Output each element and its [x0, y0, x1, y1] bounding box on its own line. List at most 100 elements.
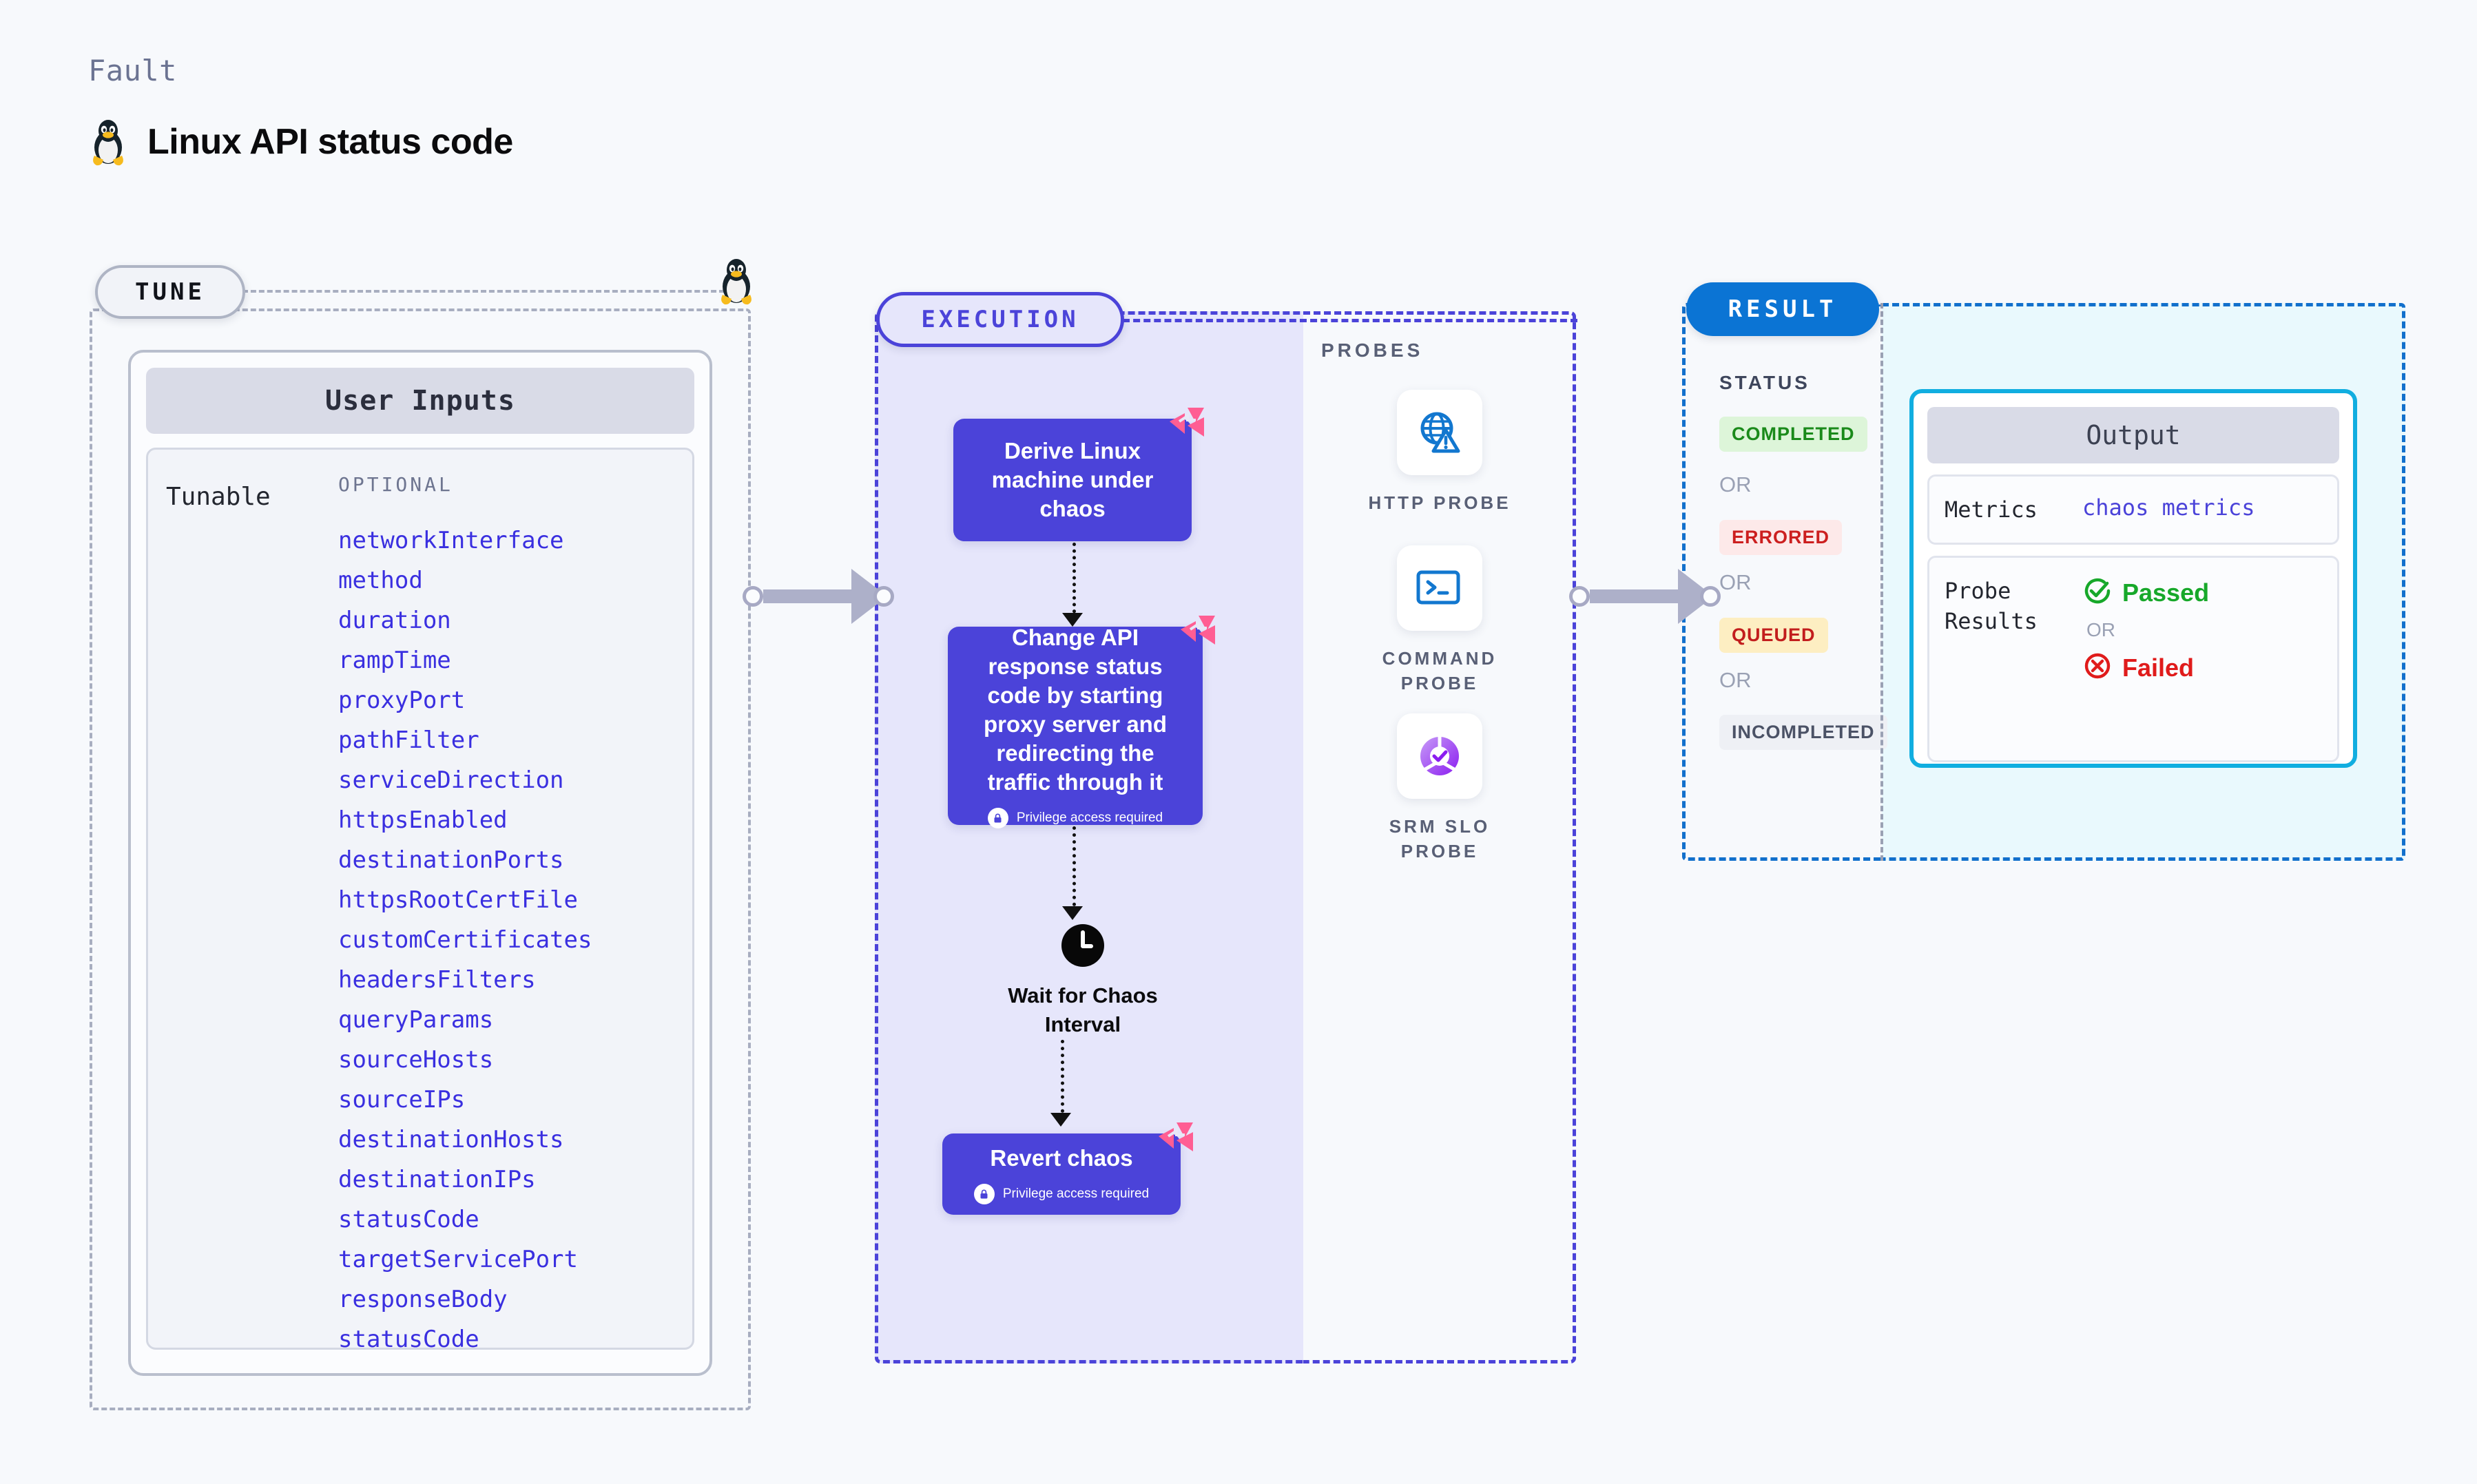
wait-for-chaos-interval: Wait for Chaos Interval [1000, 923, 1165, 1039]
globe-warning-icon [1397, 390, 1482, 475]
or-separator: OR [1719, 668, 1752, 692]
status-badge-completed: COMPLETED [1719, 417, 1867, 452]
output-probe-results-row: Probe Results Passed OR [1927, 556, 2339, 762]
param-item[interactable]: statusCode [338, 1206, 479, 1233]
close-circle-icon [2082, 651, 2113, 684]
param-item[interactable]: networkInterface [338, 527, 564, 554]
node-label: Change API response status code by start… [984, 625, 1167, 795]
flow-arrow-change-to-wait [1062, 906, 1083, 920]
status-badge-queued: QUEUED [1719, 618, 1828, 653]
node-label: Derive Linux machine under chaos [991, 438, 1154, 521]
status-title: STATUS [1719, 372, 1810, 393]
flow-line-derive-to-change [1072, 543, 1076, 620]
param-item[interactable]: destinationHosts [338, 1126, 564, 1153]
metrics-value[interactable]: chaos metrics [2082, 494, 2255, 521]
param-item[interactable]: proxyPort [338, 687, 466, 714]
output-metrics-row: Metrics chaos metrics [1927, 474, 2339, 545]
param-item[interactable]: customCertificates [338, 926, 592, 954]
probe-label: HTTP PROBE [1368, 492, 1511, 513]
node-change-api-status-code[interactable]: Change API response status code by start… [948, 616, 1215, 828]
connector-execution-to-result [1569, 569, 1721, 624]
page-title: Linux API status code [147, 122, 513, 162]
metrics-key: Metrics [1945, 497, 2038, 523]
probe-label: COMMAND PROBE [1382, 648, 1497, 693]
result-divider [1880, 303, 1883, 861]
privilege-text: Privilege access required [1016, 811, 1163, 825]
node-revert-chaos[interactable]: Revert chaos Privilege access required [942, 1122, 1193, 1215]
tune-region [90, 309, 751, 1410]
execution-top-connector [1123, 319, 1577, 322]
lock-icon [973, 1184, 995, 1204]
probe-http[interactable]: HTTP PROBE [1350, 390, 1529, 515]
optional-label: OPTIONAL [338, 473, 453, 496]
clock-icon [1060, 923, 1106, 972]
flow-arrow-derive-to-change [1062, 613, 1083, 627]
param-item[interactable]: duration [338, 607, 451, 634]
node-derive-linux-machine[interactable]: Derive Linux machine under chaos [953, 408, 1204, 541]
param-item[interactable]: statusCode [338, 1326, 479, 1353]
param-item[interactable]: sourceIPs [338, 1086, 466, 1114]
or-separator: OR [1719, 570, 1752, 594]
fault-title-row: Linux API status code [88, 117, 513, 167]
param-item[interactable]: destinationPorts [338, 846, 564, 874]
passed-label: Passed [2122, 578, 2210, 607]
lock-icon [987, 808, 1008, 828]
connector-shaft [1590, 589, 1679, 603]
execution-badge[interactable]: EXECUTION [876, 292, 1124, 347]
param-item[interactable]: httpsRootCertFile [338, 886, 578, 914]
probe-label: SRM SLO PROBE [1389, 816, 1491, 861]
tune-top-connector [242, 290, 725, 293]
or-separator: OR [1719, 472, 1752, 497]
param-item[interactable]: headersFilters [338, 966, 536, 994]
privilege-notice: Privilege access required [973, 1184, 1150, 1204]
connector-tune-to-execution [743, 569, 894, 624]
user-inputs-body: Tunable OPTIONAL networkInterface method… [146, 448, 694, 1353]
param-item[interactable]: queryParams [338, 1006, 494, 1034]
result-badge[interactable]: RESULT [1686, 282, 1879, 336]
privilege-text: Privilege access required [1002, 1187, 1150, 1201]
failed-label: Failed [2122, 653, 2195, 682]
probe-results-values: Passed OR Failed [2082, 576, 2209, 684]
param-item[interactable]: destinationIPs [338, 1166, 536, 1193]
probe-result-passed: Passed [2082, 576, 2209, 609]
connector-start-dot [743, 586, 763, 607]
param-item[interactable]: rampTime [338, 647, 451, 674]
connector-shaft [763, 589, 853, 603]
linux-tux-icon [88, 117, 128, 167]
fault-label: Fault [88, 54, 177, 87]
connector-end-dot [1700, 586, 1721, 607]
output-card: Output Metrics chaos metrics Probe Resul… [1909, 389, 2357, 768]
wait-label: Wait for Chaos Interval [1008, 983, 1158, 1036]
result-status-region [1682, 303, 1882, 861]
harness-chaos-ribbon-icon [1178, 612, 1218, 651]
tune-badge[interactable]: TUNE [95, 265, 245, 319]
check-circle-icon [2082, 576, 2113, 609]
param-item[interactable]: httpsEnabled [338, 806, 508, 834]
status-badge-errored: ERRORED [1719, 520, 1843, 555]
probe-command[interactable]: COMMAND PROBE [1350, 545, 1529, 696]
harness-chaos-ribbon-icon [1167, 404, 1207, 443]
terminal-icon [1397, 545, 1482, 631]
probes-title: PROBES [1321, 339, 1424, 361]
probes-region [1303, 311, 1576, 1363]
param-item[interactable]: serviceDirection [338, 766, 564, 794]
flow-arrow-wait-to-revert [1050, 1113, 1071, 1127]
param-item[interactable]: method [338, 567, 423, 594]
slo-donut-check-icon [1397, 713, 1482, 799]
param-item[interactable]: targetServicePort [338, 1246, 578, 1273]
user-inputs-card: User Inputs Tunable OPTIONAL networkInte… [128, 350, 712, 1376]
param-list: OPTIONAL networkInterface method duratio… [338, 473, 674, 1353]
privilege-notice: Privilege access required [987, 808, 1163, 828]
connector-end-dot [873, 586, 894, 607]
node-label: Revert chaos [990, 1145, 1133, 1171]
harness-chaos-ribbon-icon [1156, 1118, 1196, 1158]
probe-result-failed: Failed [2082, 651, 2209, 684]
probe-srm-slo[interactable]: SRM SLO PROBE [1350, 713, 1529, 864]
flow-line-wait-to-revert [1061, 1040, 1064, 1120]
param-item[interactable]: responseBody [338, 1286, 508, 1313]
linux-tux-border-icon [716, 256, 756, 309]
output-title: Output [1927, 407, 2339, 463]
param-item[interactable]: pathFilter [338, 727, 479, 754]
param-item[interactable]: sourceHosts [338, 1046, 494, 1074]
